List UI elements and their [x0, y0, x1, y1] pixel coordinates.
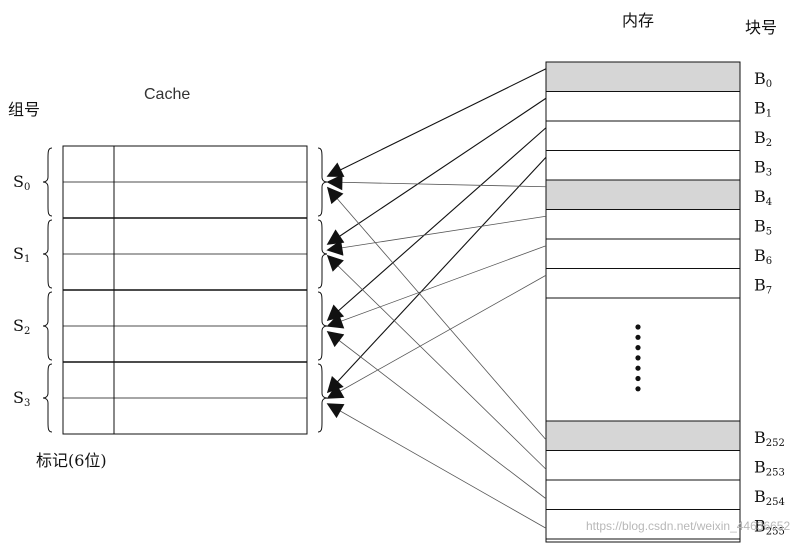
set-brace-left	[42, 363, 53, 433]
right-braces	[317, 147, 328, 433]
block-number-title: 块号	[745, 18, 777, 37]
tag-label: 标记(6位)	[36, 451, 107, 470]
block-label: B7	[754, 275, 772, 296]
mapping-arrows	[326, 68, 547, 529]
set-label: S0	[13, 172, 30, 193]
memory-block	[545, 91, 741, 122]
block-label: B3	[754, 157, 772, 178]
set-brace-left	[42, 291, 53, 361]
set-brace-right	[317, 363, 328, 433]
set-brace-left	[42, 219, 53, 289]
block-label: B6	[754, 246, 772, 267]
memory-column	[545, 61, 741, 543]
mapping-arrow	[326, 127, 547, 322]
mapping-arrow	[326, 68, 547, 177]
set-brace-right	[317, 147, 328, 217]
block-label: B0	[754, 69, 772, 90]
block-label: B252	[754, 428, 785, 449]
set-label: S1	[13, 244, 30, 265]
memory-block	[545, 420, 741, 451]
mapping-arrow	[326, 174, 547, 191]
mapping-arrow	[326, 254, 547, 470]
watermark-text: https://blog.csdn.net/weixin_44636652	[586, 519, 790, 533]
block-label: B255	[754, 516, 785, 537]
set-number-title: 组号	[8, 100, 40, 119]
set-label: S3	[13, 388, 30, 409]
memory-block	[545, 509, 741, 540]
block-label: B1	[754, 98, 772, 119]
memory-block	[545, 61, 741, 92]
ellipsis-dots	[635, 324, 641, 392]
block-label: B4	[754, 187, 772, 208]
mapping-arrow	[326, 245, 547, 329]
set-brace-right	[317, 219, 328, 289]
ellipsis-dot	[635, 386, 641, 392]
mapping-arrow	[326, 97, 547, 245]
ellipsis-dot	[635, 324, 641, 330]
memory-block	[545, 120, 741, 151]
block-label: B5	[754, 216, 772, 237]
memory-block	[545, 150, 741, 181]
cache-table	[62, 145, 308, 435]
ellipsis-dot	[635, 345, 641, 351]
cache-title: Cache	[144, 86, 190, 103]
mapping-arrow	[326, 156, 547, 394]
mapping-arrow	[326, 215, 547, 256]
block-label: B254	[754, 487, 785, 508]
memory-block	[545, 268, 741, 299]
block-label: B253	[754, 457, 785, 478]
mapping-arrow	[326, 274, 547, 399]
memory-block	[545, 238, 741, 269]
ellipsis-dot	[635, 334, 641, 340]
ellipsis-dot	[635, 355, 641, 361]
mapping-arrow	[326, 403, 547, 529]
set-label: S2	[13, 316, 30, 337]
memory-title: 内存	[622, 11, 654, 30]
memory-block	[545, 179, 741, 210]
ellipsis-dot	[635, 365, 641, 371]
set-brace-left	[42, 147, 53, 217]
memory-block	[545, 209, 741, 240]
set-brace-right	[317, 291, 328, 361]
memory-block	[545, 479, 741, 510]
mapping-arrow	[326, 186, 547, 441]
memory-block	[545, 450, 741, 481]
mapping-arrow	[326, 331, 547, 500]
ellipsis-dot	[635, 375, 641, 382]
block-label: B2	[754, 128, 772, 149]
